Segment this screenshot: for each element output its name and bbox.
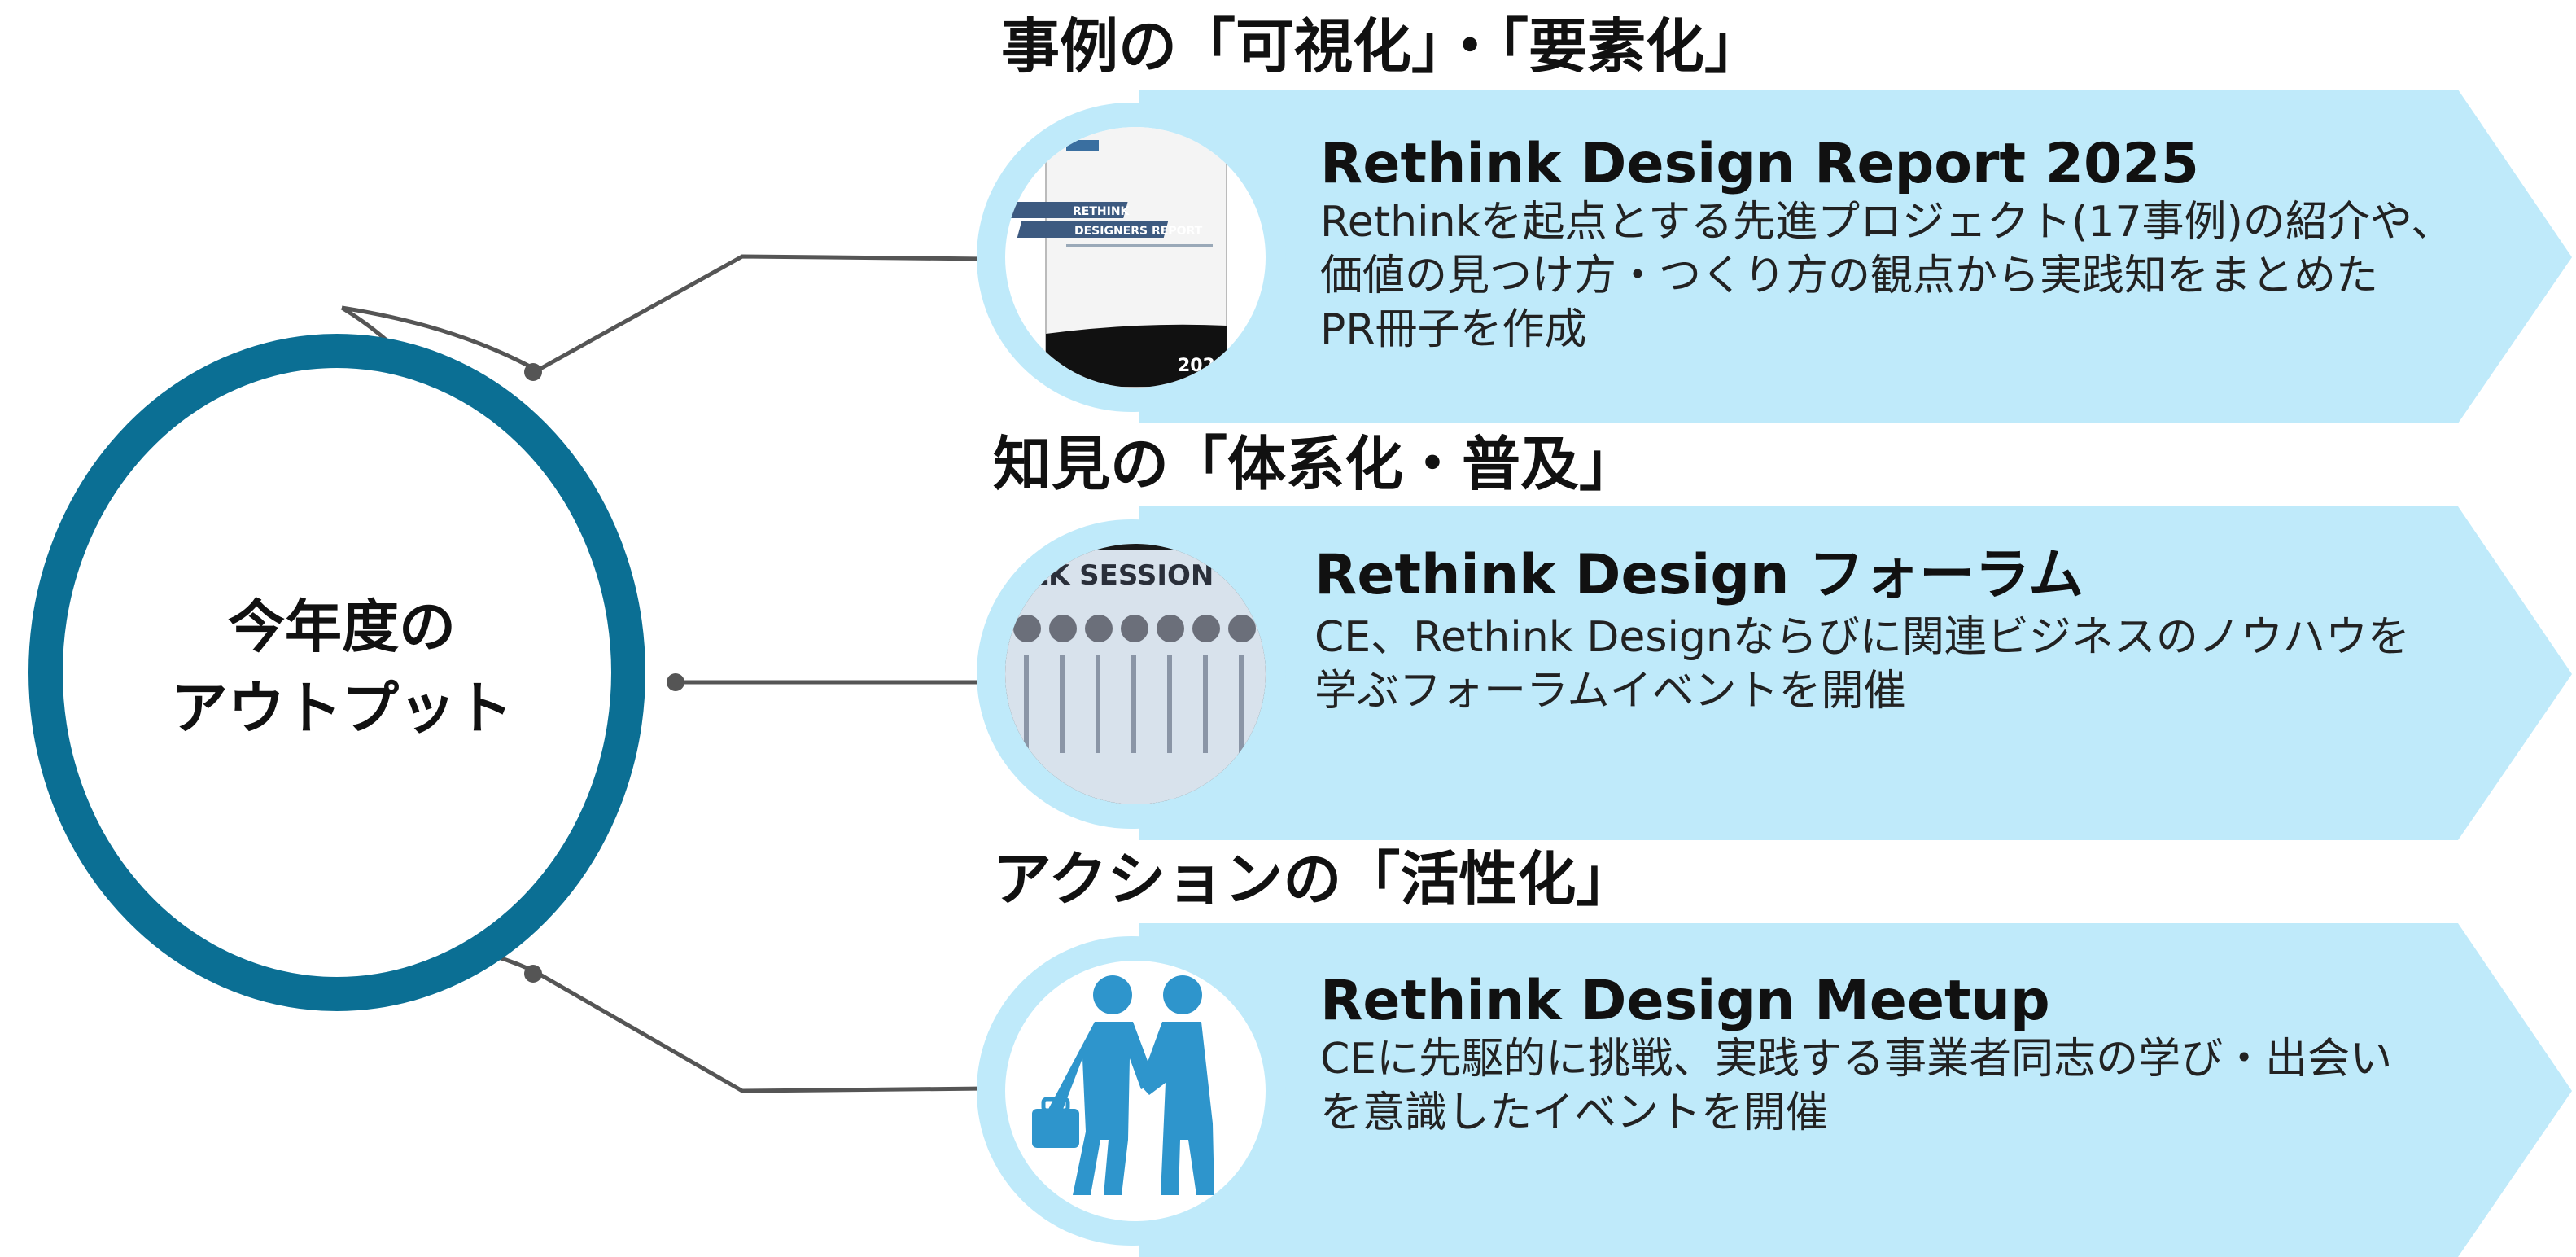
item-description-meetup: CEに先駆的に挑戦、実践する事業者同志の学び・出会い を意識したイベントを開催: [1320, 1035, 2393, 1137]
hub-title: 今年度の アウトプット: [49, 586, 635, 749]
connector-dot-top: [524, 363, 542, 381]
banner-2: [1139, 506, 2572, 840]
item-title-report: Rethink Design Report 2025: [1320, 132, 2199, 196]
banner-1: [1139, 90, 2572, 423]
connector-dot-middle: [667, 673, 684, 691]
booklet-line-b: DESIGNERS REPORT: [1074, 225, 1203, 238]
image-circle-3: [1005, 961, 1266, 1221]
hub-title-line1: 今年度の: [228, 593, 456, 660]
connector-dot-bottom: [524, 965, 542, 983]
item-title-forum: Rethink Design フォーラム: [1314, 543, 2084, 607]
item-title-meetup: Rethink Design Meetup: [1320, 969, 2050, 1033]
hub-ring: [28, 334, 645, 1011]
booklet-line-a: RETHINK: [1073, 205, 1131, 218]
section-heading-visualization: 事例の「可視化」・「要素化」: [1001, 12, 1764, 81]
item-description-forum: CE、Rethink Designならびに関連ビジネスのノウハウを 学ぶフォーラ…: [1314, 613, 2410, 716]
item-description-report: Rethinkを起点とする先進プロジェクト(17事例)の紹介や、 価値の見つけ方…: [1320, 198, 2454, 354]
banner-3: [1139, 923, 2572, 1257]
report-booklet-icon: RETHINK DESIGNERS REPORT 2024: [1009, 127, 1227, 388]
handshake-people-icon: [1032, 975, 1214, 1195]
section-heading-activation: アクションの「活性化」: [993, 845, 1635, 913]
section-heading-systematization: 知見の「体系化・普及」: [993, 430, 1638, 498]
hub-title-line2: アウトプット: [171, 675, 513, 742]
